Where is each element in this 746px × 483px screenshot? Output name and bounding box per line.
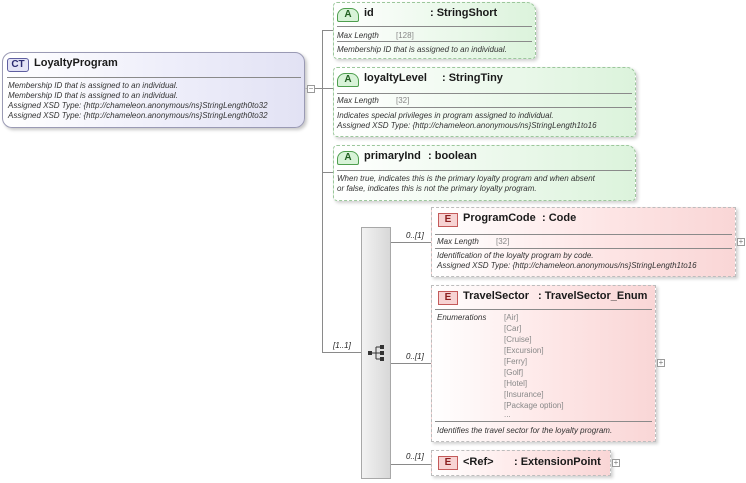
attribute-doc-line: or false, indicates this is not the prim… (337, 184, 537, 193)
complex-type-doc-line: Assigned XSD Type: {http://chameleon.ano… (8, 111, 268, 120)
enumeration-value: [Insurance] (504, 390, 544, 399)
connector-el-travelsector (390, 363, 432, 364)
attribute-primaryind[interactable]: A primaryInd : boolean When true, indica… (333, 145, 636, 201)
expand-toggle[interactable]: + (612, 458, 620, 467)
attribute-icon: A (337, 73, 359, 87)
sequence-cardinality: [1..1] (333, 341, 351, 350)
facet-label: Max Length (437, 237, 479, 246)
enumeration-ellipsis: ... (504, 410, 511, 419)
element-name: TravelSector (463, 290, 530, 302)
element-icon: E (438, 291, 458, 305)
enumeration-value: [Ferry] (504, 357, 528, 366)
element-doc-line: Identifies the travel sector for the loy… (437, 426, 613, 435)
attribute-icon: A (337, 8, 359, 22)
element-name: ProgramCode (463, 212, 536, 224)
element-type: : TravelSector_Enum (538, 290, 648, 302)
element-programcode[interactable]: E ProgramCode : Code Max Length [32] Ide… (431, 207, 736, 277)
element-icon: E (438, 213, 458, 227)
enumeration-value: [Hotel] (504, 379, 528, 388)
divider (7, 77, 301, 78)
element-cardinality: 0..[1] (406, 452, 424, 461)
attribute-doc-line: Membership ID that is assigned to an ind… (337, 45, 507, 54)
attribute-name: primaryInd (364, 150, 421, 162)
divider (337, 41, 532, 42)
collapse-toggle[interactable]: − (307, 84, 315, 93)
attribute-id[interactable]: A id : StringShort Max Length [128] Memb… (333, 2, 536, 59)
connector-el-programcode (390, 242, 432, 243)
element-type: : ExtensionPoint (514, 456, 601, 468)
connector-attr-loyaltylevel (322, 88, 334, 89)
complex-type-doc-line: Membership ID that is assigned to an ind… (8, 81, 178, 90)
complex-type-loyaltyprogram[interactable]: CT LoyaltyProgram Membership ID that is … (2, 52, 305, 128)
element-icon: E (438, 456, 458, 470)
enumeration-value: [Excursion] (504, 346, 544, 355)
complex-type-name: LoyaltyProgram (34, 57, 118, 69)
sequence-icon (368, 345, 384, 361)
enumeration-value: [Package option] (504, 401, 564, 410)
enumeration-value: [Golf] (504, 368, 524, 377)
facet-label: Max Length (337, 96, 379, 105)
enumeration-value: [Cruise] (504, 335, 532, 344)
connector-attr-primaryind (322, 172, 334, 173)
divider (435, 248, 732, 249)
connector-el-ref (390, 464, 432, 465)
complex-type-doc-line: Assigned XSD Type: {http://chameleon.ano… (8, 101, 268, 110)
divider (337, 170, 632, 171)
facet-value: [32] (396, 96, 410, 105)
connector-sequence (322, 352, 362, 353)
enumeration-value: [Air] (504, 313, 519, 322)
attribute-doc-line: Assigned XSD Type: {http://chameleon.ano… (337, 121, 597, 130)
sequence-compositor[interactable] (361, 227, 391, 479)
divider (435, 234, 732, 235)
divider (337, 93, 632, 94)
divider (337, 26, 532, 27)
facet-value: [128] (396, 31, 414, 40)
element-cardinality: 0..[1] (406, 231, 424, 240)
facet-value: [32] (496, 237, 510, 246)
attribute-doc-line: When true, indicates this is the primary… (337, 174, 595, 183)
attribute-type: : StringTiny (442, 72, 503, 84)
divider (337, 107, 632, 108)
attribute-name: id (364, 7, 374, 19)
element-doc-line: Assigned XSD Type: {http://chameleon.ano… (437, 261, 697, 270)
attribute-doc-line: Indicates special privileges in program … (337, 111, 554, 120)
complex-type-icon: CT (7, 58, 29, 72)
connector-attr-id (322, 30, 334, 31)
expand-toggle[interactable]: + (737, 237, 745, 246)
element-doc-line: Identification of the loyalty program by… (437, 251, 594, 260)
divider (435, 421, 652, 422)
expand-toggle[interactable]: + (657, 358, 665, 367)
connector-trunk (322, 30, 323, 352)
element-travelsector[interactable]: E TravelSector : TravelSector_Enum Enume… (431, 285, 656, 442)
attribute-type: : StringShort (430, 7, 498, 19)
complex-type-doc-line: Membership ID that is assigned to an ind… (8, 91, 178, 100)
attribute-type: : boolean (428, 150, 477, 162)
attribute-loyaltylevel[interactable]: A loyaltyLevel : StringTiny Max Length [… (333, 67, 636, 137)
facet-label: Max Length (337, 31, 379, 40)
divider (435, 309, 652, 310)
attribute-icon: A (337, 151, 359, 165)
element-name: <Ref> (463, 456, 494, 468)
element-cardinality: 0..[1] (406, 352, 424, 361)
element-ref-extensionpoint[interactable]: E <Ref> : ExtensionPoint (431, 450, 611, 476)
attribute-name: loyaltyLevel (364, 72, 427, 84)
enumeration-value: [Car] (504, 324, 522, 333)
element-type: : Code (542, 212, 577, 224)
facet-label: Enumerations (437, 313, 487, 322)
